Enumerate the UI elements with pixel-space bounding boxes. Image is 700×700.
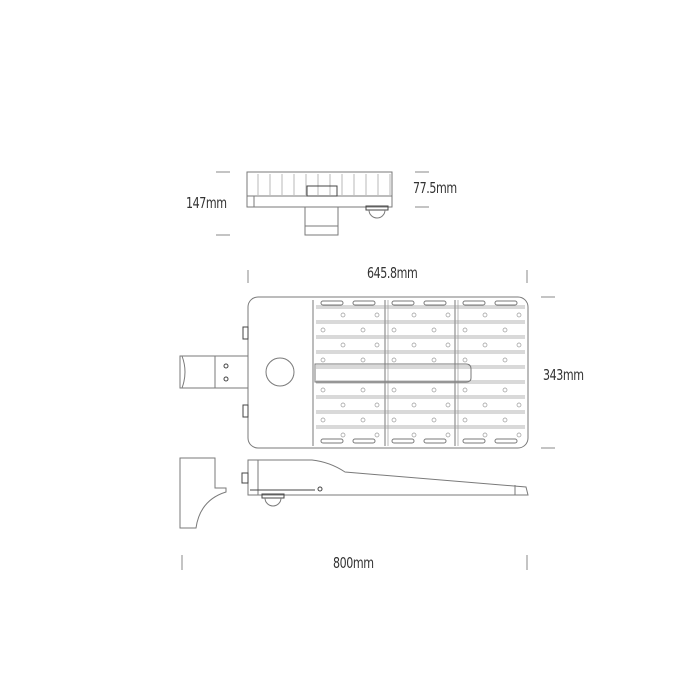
screw-hole bbox=[482, 432, 488, 438]
screw-hole bbox=[411, 402, 417, 408]
screw-hole bbox=[391, 327, 397, 333]
slot-mark bbox=[494, 300, 518, 306]
front-view-height-label: 147mm bbox=[186, 194, 227, 212]
front-view bbox=[216, 171, 429, 236]
screw-hole bbox=[320, 357, 326, 363]
screw-hole bbox=[445, 342, 451, 348]
screw-hole bbox=[516, 402, 522, 408]
screw-hole bbox=[502, 417, 508, 423]
screw-hole bbox=[374, 312, 380, 318]
screw-hole bbox=[462, 387, 468, 393]
screw-hole bbox=[445, 432, 451, 438]
slot-mark bbox=[352, 300, 376, 306]
screw-hole bbox=[482, 342, 488, 348]
screw-hole bbox=[340, 312, 346, 318]
screw-hole bbox=[502, 327, 508, 333]
screw-hole bbox=[411, 432, 417, 438]
screw-hole bbox=[431, 357, 437, 363]
screw-hole bbox=[340, 342, 346, 348]
slot-mark bbox=[320, 300, 344, 306]
screw-hole bbox=[320, 387, 326, 393]
screw-hole bbox=[374, 432, 380, 438]
screw-hole bbox=[391, 417, 397, 423]
slot-mark bbox=[391, 300, 415, 306]
slot-mark bbox=[494, 438, 518, 444]
screw-hole bbox=[320, 417, 326, 423]
screw-hole bbox=[391, 387, 397, 393]
screw-hole bbox=[391, 357, 397, 363]
slot-mark bbox=[320, 438, 344, 444]
screw-hole bbox=[462, 357, 468, 363]
screw-hole bbox=[462, 327, 468, 333]
screw-hole bbox=[516, 432, 522, 438]
screw-hole bbox=[374, 342, 380, 348]
screw-hole bbox=[431, 327, 437, 333]
slot-mark bbox=[391, 438, 415, 444]
screw-hole bbox=[320, 327, 326, 333]
plan-view bbox=[179, 270, 555, 449]
screw-hole bbox=[340, 432, 346, 438]
screw-hole bbox=[462, 417, 468, 423]
plan-view-width-label: 343mm bbox=[543, 366, 584, 384]
side-view bbox=[179, 457, 529, 570]
slot-mark bbox=[423, 438, 447, 444]
screw-hole bbox=[445, 402, 451, 408]
screw-hole bbox=[360, 387, 366, 393]
slot-mark bbox=[462, 438, 486, 444]
screw-hole bbox=[431, 417, 437, 423]
screw-hole bbox=[360, 417, 366, 423]
screw-hole bbox=[502, 387, 508, 393]
screw-hole bbox=[340, 402, 346, 408]
screw-hole bbox=[411, 342, 417, 348]
screw-hole bbox=[411, 312, 417, 318]
slot-mark bbox=[352, 438, 376, 444]
slot-mark bbox=[423, 300, 447, 306]
front-view-body-height-label: 77.5mm bbox=[413, 179, 457, 197]
screw-hole bbox=[516, 312, 522, 318]
screw-hole bbox=[360, 327, 366, 333]
screw-hole bbox=[374, 402, 380, 408]
screw-hole bbox=[431, 387, 437, 393]
slot-mark bbox=[462, 300, 486, 306]
side-view-length-label: 800mm bbox=[333, 554, 374, 572]
screw-hole bbox=[516, 342, 522, 348]
screw-hole bbox=[482, 402, 488, 408]
screw-hole bbox=[482, 312, 488, 318]
plan-view-length-label: 645.8mm bbox=[367, 264, 418, 282]
screw-hole bbox=[502, 357, 508, 363]
screw-hole bbox=[445, 312, 451, 318]
screw-hole bbox=[360, 357, 366, 363]
